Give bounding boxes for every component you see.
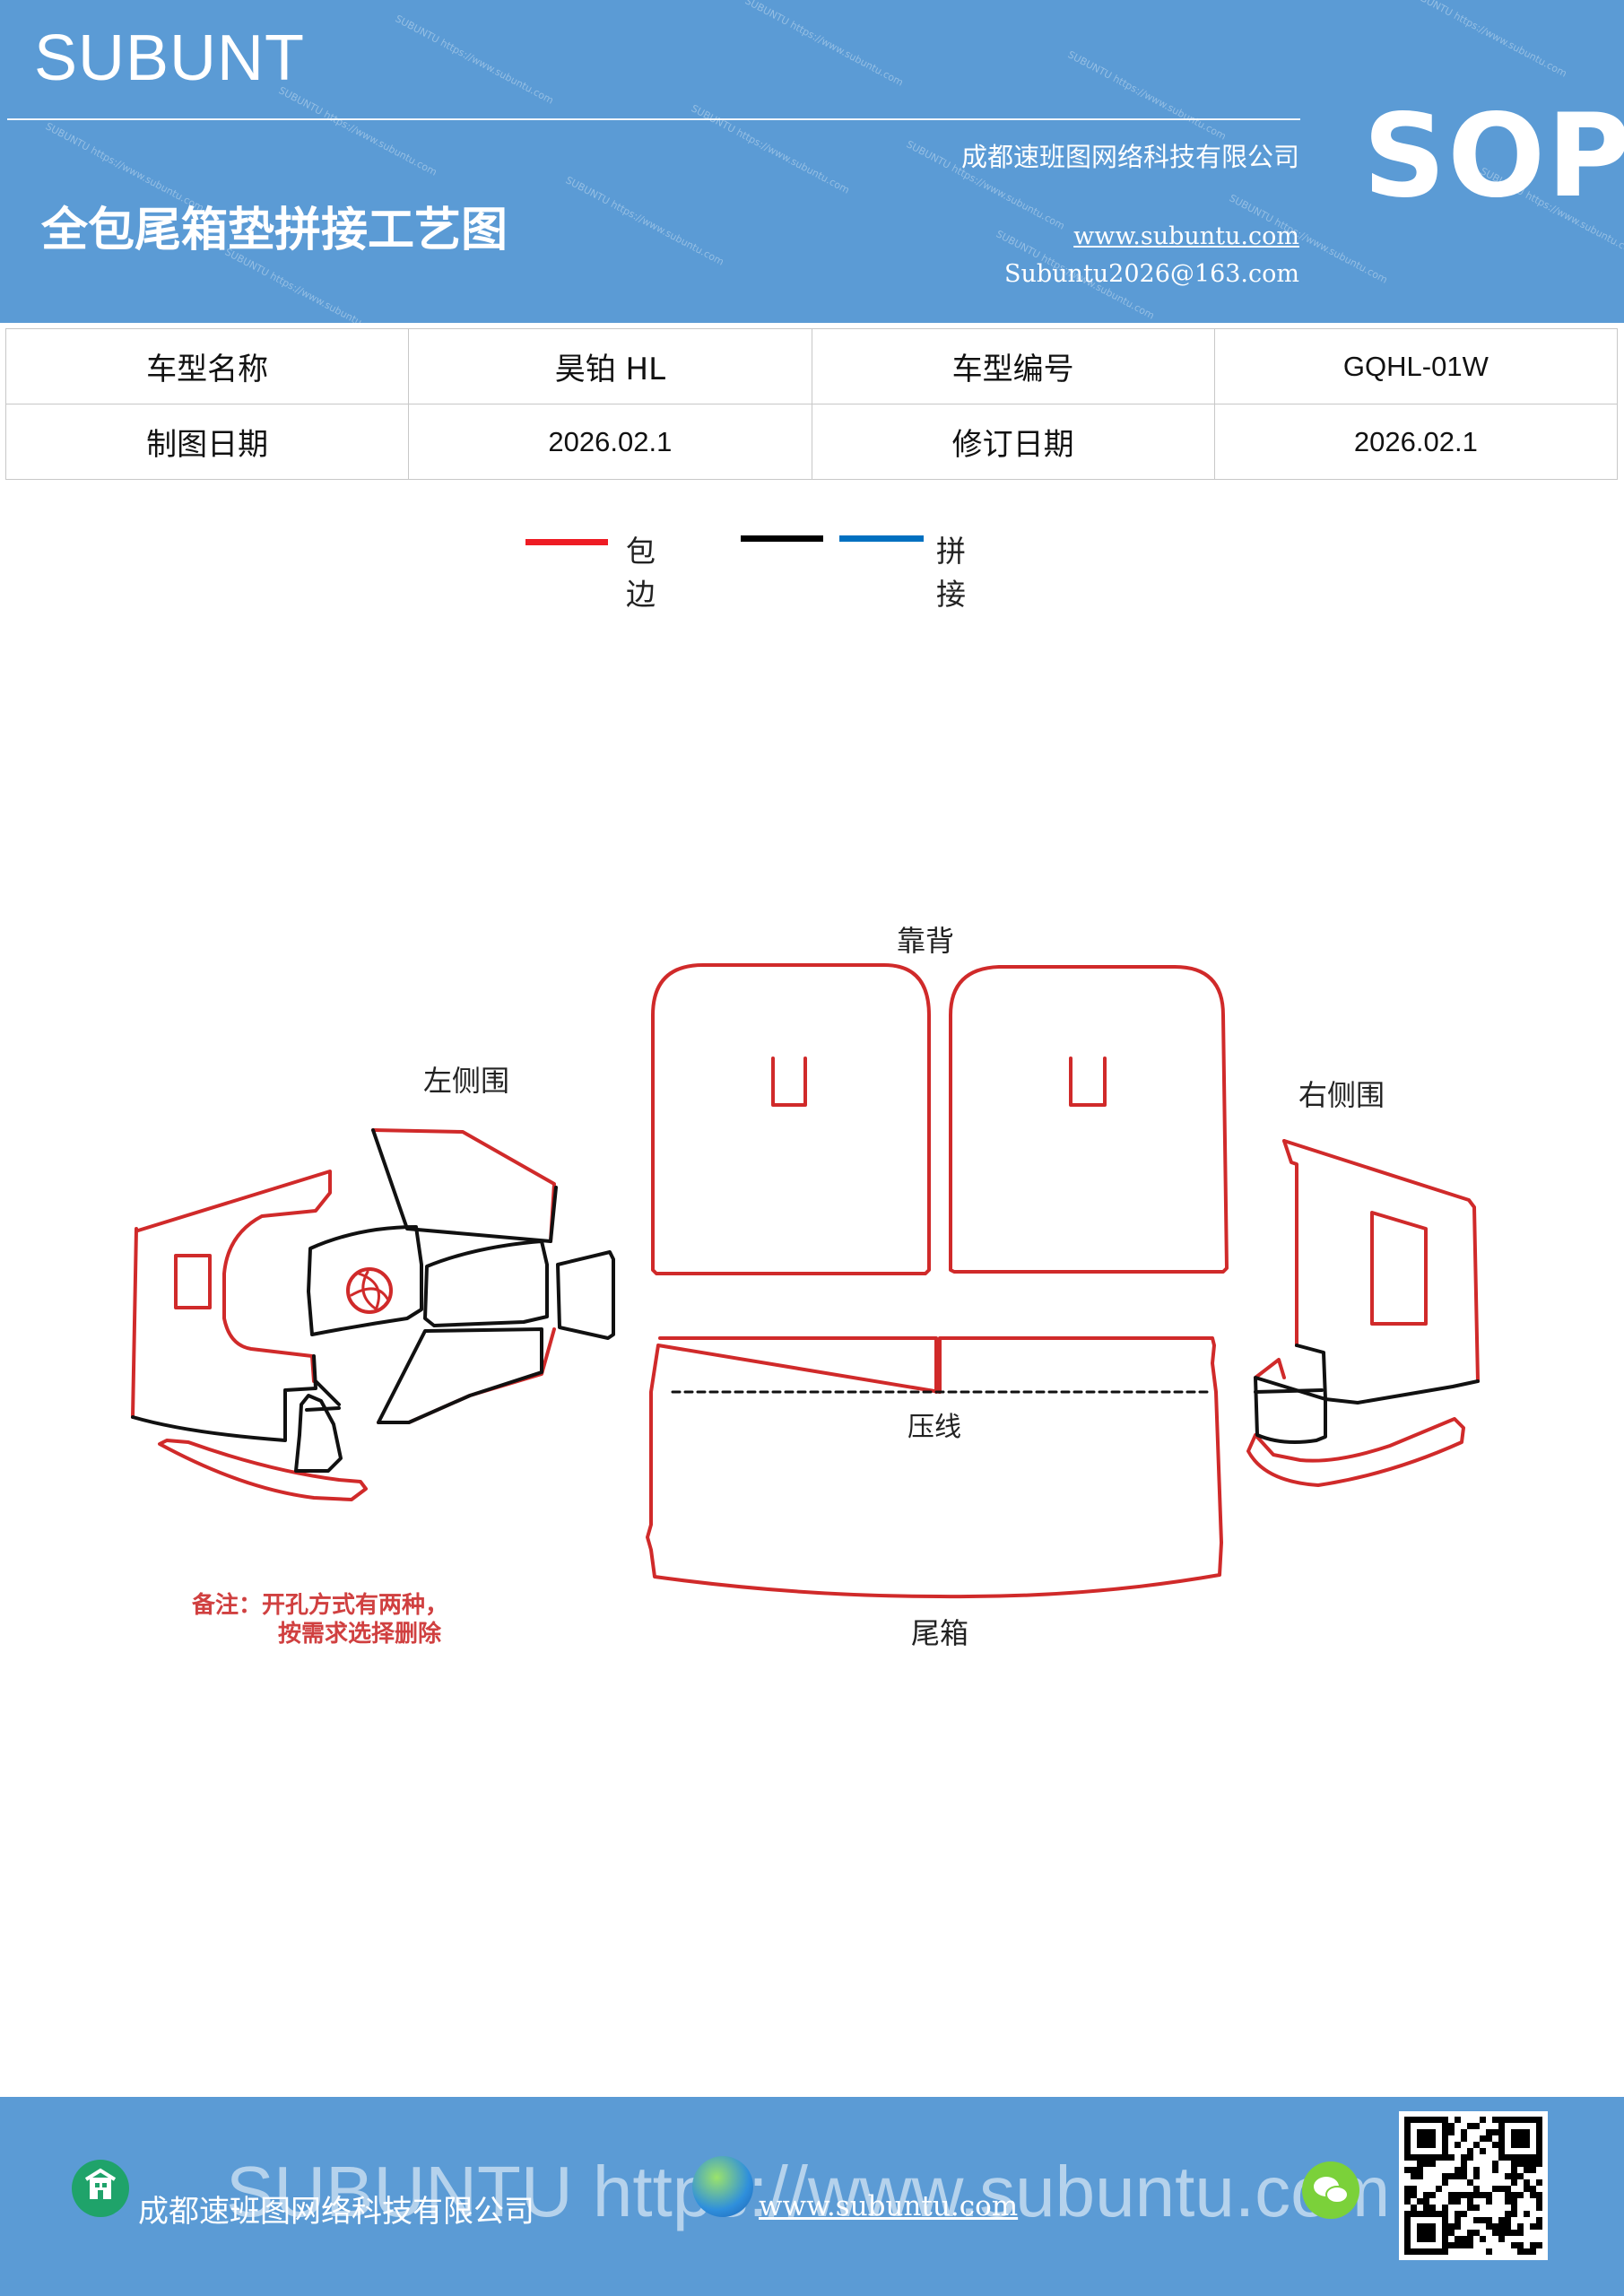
draw-date-value: 2026.02.1 (408, 404, 812, 480)
revise-date-label: 修订日期 (811, 404, 1215, 480)
left-side-label: 左侧围 (423, 1064, 510, 1098)
left-side-panel-edge (131, 1128, 556, 1501)
qr-code (1399, 2111, 1548, 2260)
crease-label: 压线 (908, 1412, 961, 1443)
legend-label-splice: 拼接 (936, 534, 966, 612)
document-title: 全包尾箱垫拼接工艺图 (41, 203, 508, 257)
watermark-text: SUBUNTU https://www.subuntu.com (393, 13, 556, 107)
watermark-text: SUBUNTU https://www.subuntu.com (1406, 0, 1569, 80)
watermark-text: SUBUNTU https://www.subuntu.com (743, 0, 906, 89)
backrest-label: 靠背 (897, 924, 955, 958)
model-name-label: 车型名称 (4, 328, 410, 404)
sop-badge: SOP (1363, 90, 1624, 223)
footer-company-name: 成都速班图网络科技有限公司 (138, 2194, 534, 2230)
globe-icon (692, 2156, 753, 2217)
watermark-text: SUBUNTU https://www.subuntu.com (563, 174, 726, 268)
footer-website-link[interactable]: www.subuntu.com (759, 2190, 1019, 2222)
footer-watermark: SUBUNTU https://www.subuntu.com (226, 2152, 1391, 2231)
note-line-1: 备注：开孔方式有两种， (192, 1592, 449, 1619)
legend-black-line (741, 535, 823, 542)
brand-logo-text: SUBUNT (34, 22, 306, 94)
model-code-label: 车型编号 (811, 328, 1215, 404)
left-side-panel-seam (131, 1128, 615, 1473)
right-side-panel-seam (1254, 1344, 1480, 1444)
trunk-label: 尾箱 (911, 1616, 969, 1650)
watermark-text: SUBUNTU https://www.subuntu.com (689, 102, 852, 196)
right-side-panel-edge (1246, 1139, 1480, 1487)
legend-red-line (525, 539, 608, 545)
building-icon (72, 2160, 129, 2217)
footer-banner: SUBUNTU https://www.subuntu.com 成都速班图网络科… (0, 2097, 1624, 2296)
vehicle-info-table: 车型名称 昊铂 HL 车型编号 GQHL-01W 制图日期 2026.02.1 … (4, 328, 1619, 480)
right-side-label: 右侧围 (1298, 1078, 1385, 1112)
hole-note: 备注：开孔方式有两种， 按需求选择删除 (192, 1591, 448, 1648)
pattern-diagram: 靠背 左侧围 右侧围 压线 尾箱 备注：开孔方式有两种， 按需求选择删除 (117, 897, 1515, 1686)
backrest-right-panel (949, 965, 1229, 1274)
legend-blue-line (839, 535, 924, 542)
wechat-icon (1302, 2161, 1359, 2219)
revise-date-value: 2026.02.1 (1213, 404, 1619, 480)
legend-label-edge: 包边 (626, 534, 656, 612)
trunk-panel (646, 1336, 1223, 1599)
model-code-value: GQHL-01W (1213, 328, 1619, 404)
note-line-2: 按需求选择删除 (278, 1621, 442, 1648)
watermark-text: SUBUNTU https://www.subuntu.com (1065, 48, 1229, 143)
pattern-svg (131, 963, 1480, 1599)
header-divider (7, 118, 1300, 120)
table-row: 制图日期 2026.02.1 修订日期 2026.02.1 (4, 404, 1619, 480)
website-link[interactable]: www.subuntu.com (1073, 222, 1299, 250)
watermark-text: SUBUNTU https://www.subuntu.com (276, 84, 439, 178)
model-name-value: 昊铂 HL (408, 328, 812, 404)
email-address[interactable]: Subuntu2026@163.com (1004, 260, 1299, 288)
table-row: 车型名称 昊铂 HL 车型编号 GQHL-01W (4, 328, 1619, 404)
company-name: 成都速班图网络科技有限公司 (960, 142, 1299, 172)
draw-date-label: 制图日期 (4, 404, 410, 480)
backrest-left-panel (651, 963, 931, 1275)
